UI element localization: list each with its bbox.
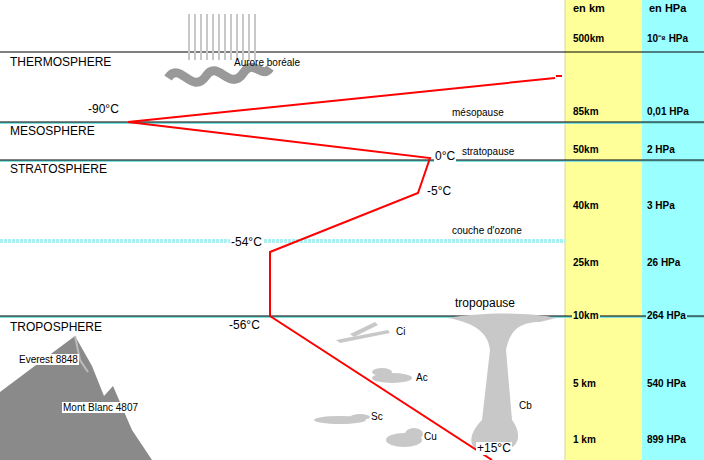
layer-name: THERMOSPHERE bbox=[10, 56, 111, 69]
aurora-label: Aurore boréale bbox=[234, 57, 300, 68]
pressure-value: 10⁻⁸ HPa bbox=[646, 33, 689, 44]
temperature-value: +15°C bbox=[476, 442, 512, 455]
column-header: en HPa bbox=[648, 2, 687, 14]
cloud-type: Ac bbox=[416, 372, 428, 383]
temperature-value: -5°C bbox=[426, 185, 452, 198]
column-header: en km bbox=[572, 2, 606, 14]
pressure-value: 26 HPa bbox=[646, 257, 681, 268]
pressure-value: 3 HPa bbox=[646, 200, 676, 211]
pressure-column bbox=[642, 0, 704, 460]
pressure-value: 2 HPa bbox=[646, 144, 676, 155]
layer-name: MESOSPHERE bbox=[10, 125, 95, 138]
boundary-name: tropopause bbox=[455, 297, 515, 310]
layer-name: TROPOSPHERE bbox=[10, 321, 102, 334]
altitude-value: 85km bbox=[572, 106, 600, 117]
temperature-value: -54°C bbox=[230, 236, 263, 249]
altitude-value: 5 km bbox=[572, 378, 597, 389]
boundary-line bbox=[0, 52, 704, 53]
boundary-name: mésopause bbox=[452, 107, 504, 118]
altitude-value: 40km bbox=[572, 200, 600, 211]
cloud-type: Sc bbox=[371, 411, 383, 422]
altitude-column bbox=[565, 0, 642, 460]
ozone-line bbox=[0, 239, 565, 243]
pressure-value: 899 HPa bbox=[646, 434, 687, 445]
mountain-label: Mont Blanc 4807 bbox=[62, 402, 139, 413]
altitude-value: 1 km bbox=[572, 434, 597, 445]
pressure-value: 540 HPa bbox=[646, 378, 687, 389]
boundary-name: couche d'ozone bbox=[452, 225, 522, 236]
temperature-value: -90°C bbox=[88, 103, 119, 116]
stratopause-line bbox=[0, 160, 704, 161]
mesopause-line bbox=[0, 122, 704, 123]
altitude-value: 50km bbox=[572, 144, 600, 155]
cloud-type: Cu bbox=[424, 431, 437, 442]
mountain-label: Everest 8848 bbox=[18, 354, 79, 365]
pressure-value: 264 HPa bbox=[646, 310, 687, 321]
layer-name: STRATOSPHERE bbox=[10, 163, 107, 176]
temperature-value: 0°C bbox=[434, 150, 456, 163]
clouds bbox=[314, 314, 556, 451]
cloud-type: Ci bbox=[396, 326, 405, 337]
altitude-value: 10km bbox=[572, 310, 600, 321]
altitude-value: 25km bbox=[572, 257, 600, 268]
aurora-drawing bbox=[168, 14, 270, 82]
cloud-type: Cb bbox=[519, 400, 532, 411]
temperature-profile bbox=[128, 78, 555, 460]
temperature-value: -56°C bbox=[228, 319, 261, 332]
altitude-value: 500km bbox=[572, 33, 605, 44]
pressure-value: 0,01 HPa bbox=[646, 106, 690, 117]
boundary-name: stratopause bbox=[462, 146, 514, 157]
mountains bbox=[0, 336, 152, 460]
